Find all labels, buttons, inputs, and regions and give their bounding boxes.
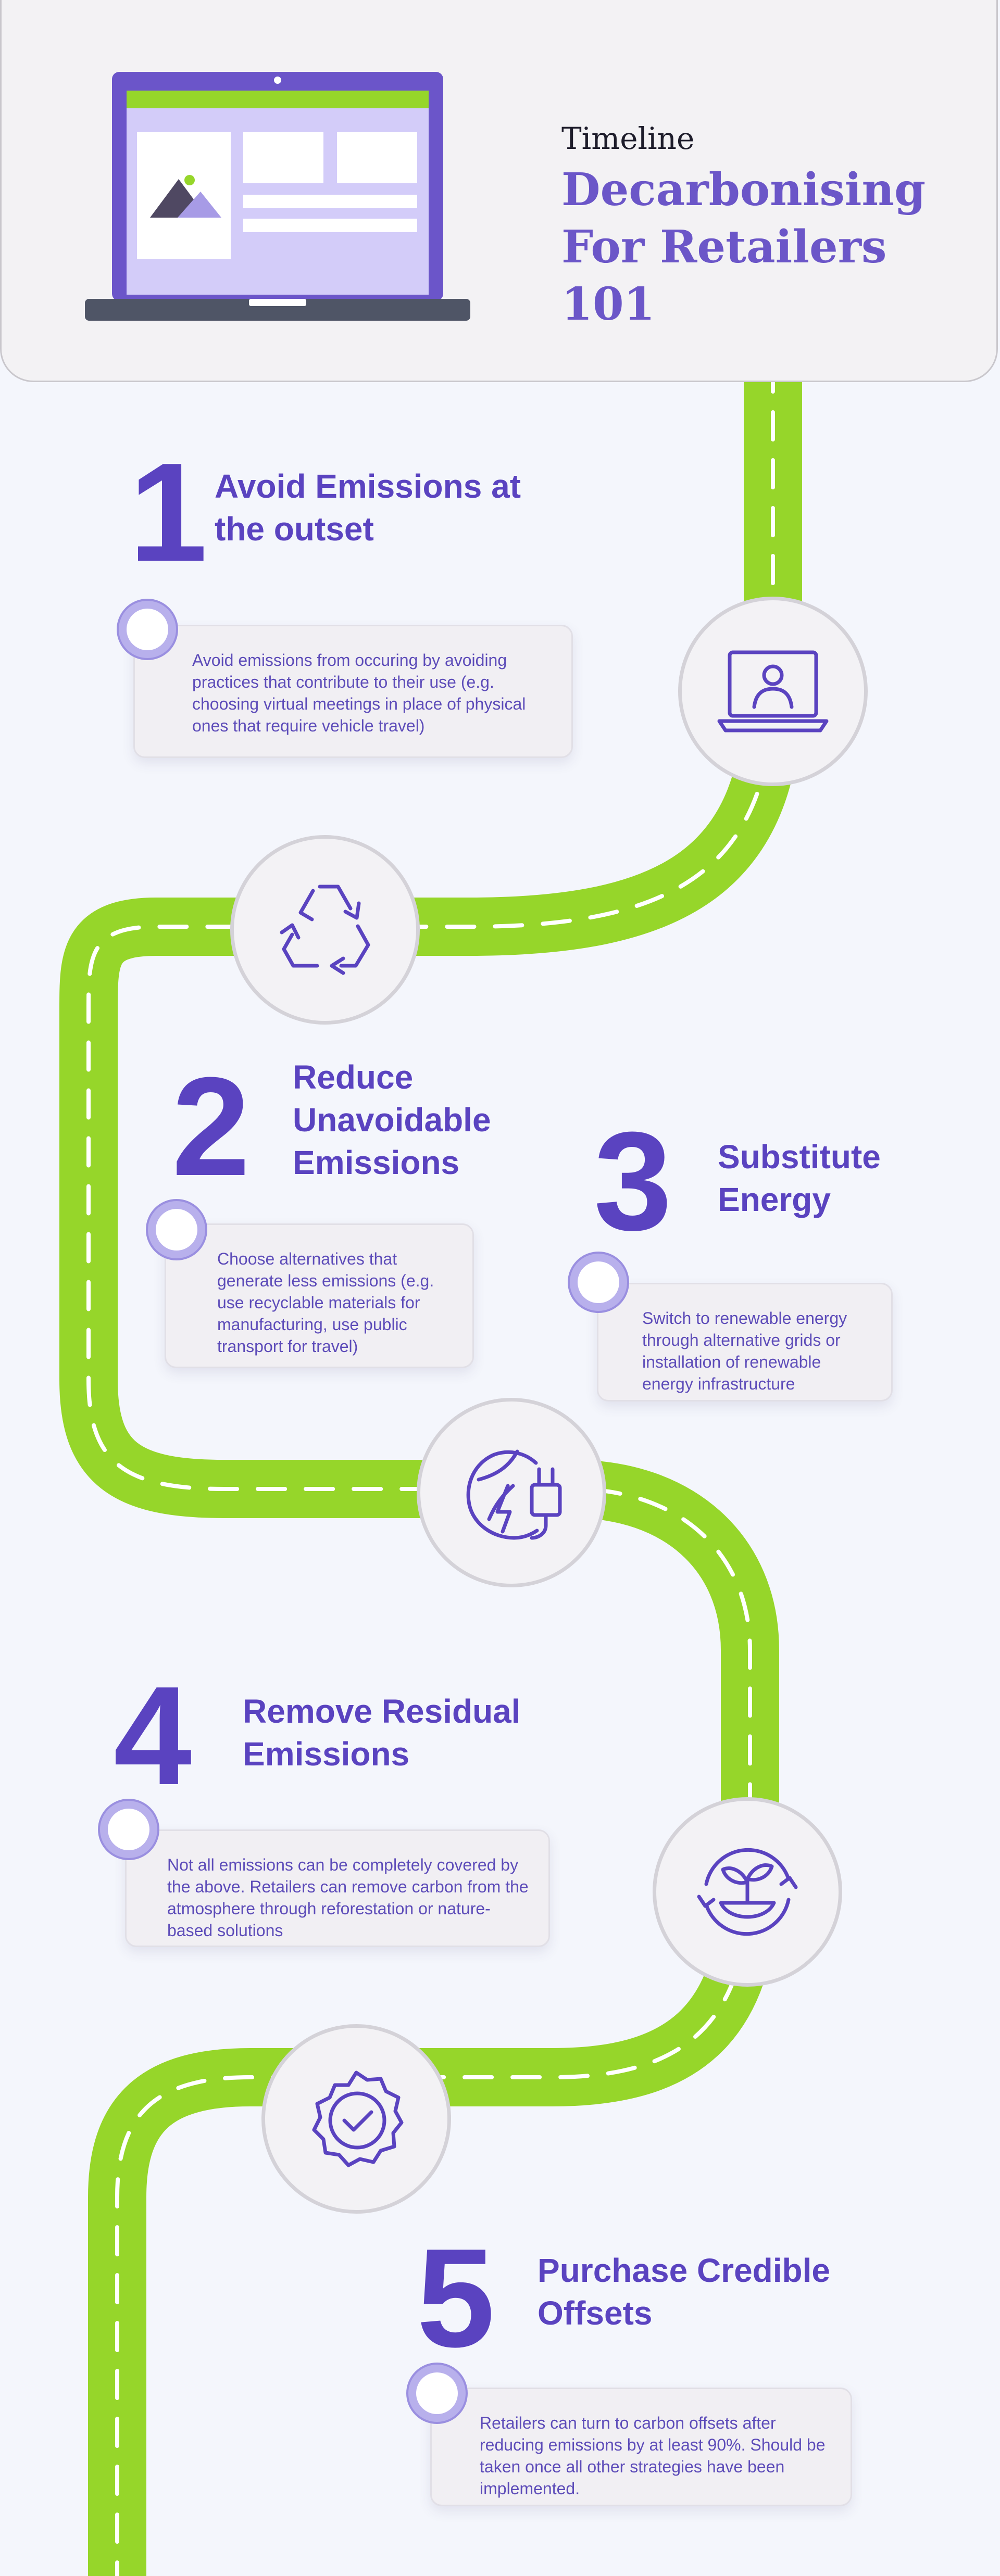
header-title: Decarbonising For Retailers 101: [561, 163, 926, 331]
recycle-icon: [280, 885, 370, 975]
step-2-card: Choose alternatives that generate less e…: [165, 1223, 474, 1368]
step-3-heading: Substitute Energy: [718, 1138, 881, 1218]
step-5-text: Retailers can turn to carbon offsets aft…: [480, 2414, 826, 2498]
leaf-plug-icon: [466, 1449, 562, 1540]
step-2-marker: [146, 1199, 207, 1260]
step-2-number: 2: [172, 1049, 251, 1205]
step-5-medallion: [261, 2024, 451, 2214]
video-call-laptop-icon: [717, 650, 829, 733]
step-4-medallion: [653, 1797, 842, 1987]
step-4-marker: [98, 1799, 159, 1860]
step-4-number: 4: [114, 1658, 192, 1814]
badge-check-icon: [312, 2070, 404, 2167]
step-1-marker: [117, 599, 178, 660]
step-1-heading: Avoid Emissions at the outset: [215, 468, 521, 548]
step-2-medallion: [230, 835, 420, 1025]
step-3-text: Switch to renewable energy through alter…: [642, 1309, 847, 1393]
sprout-cycle-icon: [697, 1848, 798, 1936]
step-1-card: Avoid emissions from occuring by avoidin…: [133, 625, 573, 758]
step-5-marker: [406, 2363, 468, 2424]
step-1-text: Avoid emissions from occuring by avoidin…: [192, 651, 526, 735]
step-1-medallion: [678, 597, 868, 786]
step-4-card: Not all emissions can be completely cove…: [125, 1829, 550, 1947]
step-5-number: 5: [417, 2220, 495, 2377]
step-2-heading: Reduce Unavoidable Emissions: [293, 1058, 491, 1181]
step-2-text: Choose alternatives that generate less e…: [217, 1249, 434, 1356]
step-1-number: 1: [129, 434, 208, 591]
laptop-illustration-icon: [85, 72, 470, 321]
header-subtitle: Timeline: [561, 121, 695, 156]
header-panel: Timeline Decarbonising For Retailers 101: [0, 0, 998, 382]
step-3-marker: [568, 1252, 629, 1313]
step-4-heading: Remove Residual Emissions: [243, 1693, 521, 1773]
step-5-heading: Purchase Credible Offsets: [538, 2252, 830, 2332]
step-4-text: Not all emissions can be completely cove…: [167, 1855, 529, 1940]
step-3-medallion: [417, 1398, 606, 1587]
step-5-card: Retailers can turn to carbon offsets aft…: [430, 2388, 852, 2506]
step-3-number: 3: [594, 1103, 672, 1260]
step-3-card: Switch to renewable energy through alter…: [597, 1283, 893, 1401]
